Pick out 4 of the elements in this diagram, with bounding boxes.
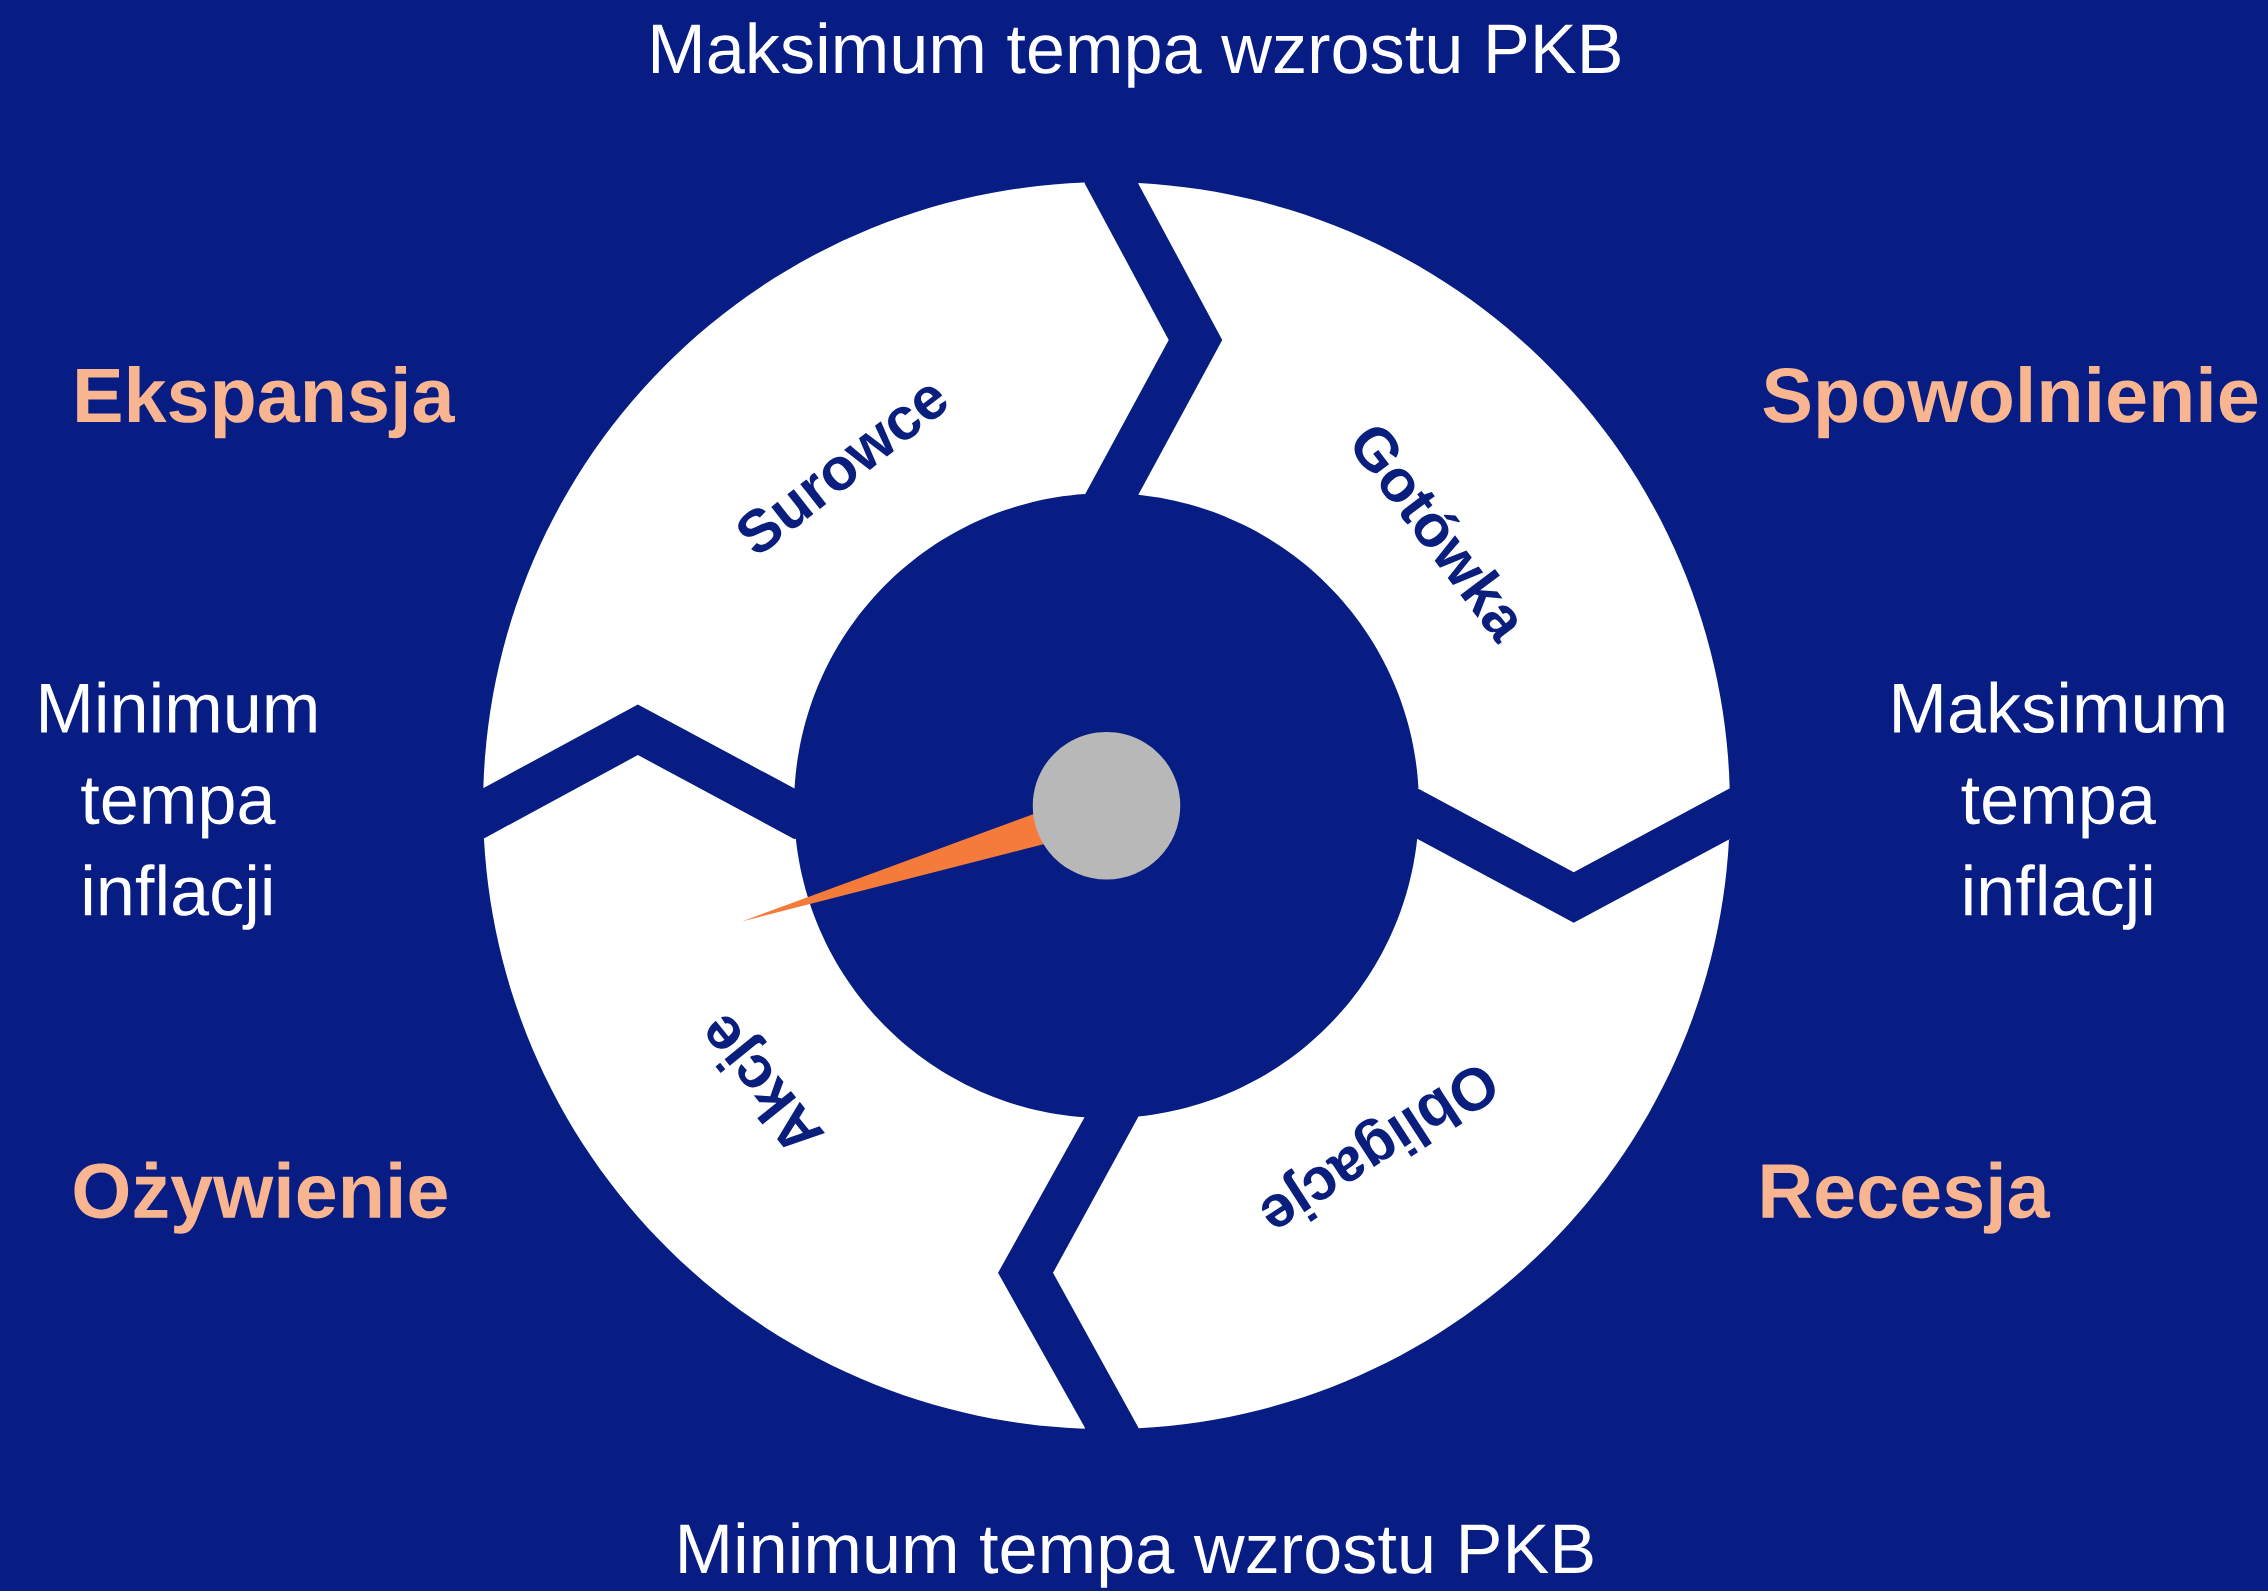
axis-label: Maksimum tempa wzrostu PKB	[653, 22, 1620, 88]
axis-label: Minimum tempa wzrostu PKB	[680, 1522, 1593, 1588]
axis-label: Maksimum tempa inflacji	[1894, 681, 2224, 930]
axis-label: Minimum tempa inflacji	[41, 681, 316, 930]
